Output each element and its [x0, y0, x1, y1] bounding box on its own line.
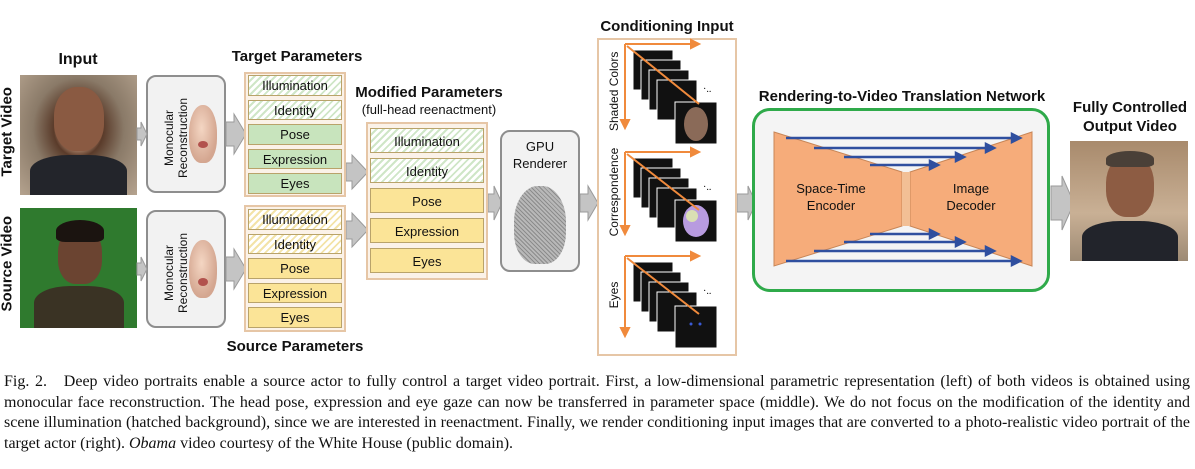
gpu-renderer-line2: Renderer — [512, 156, 568, 171]
source-param-identity: Identity — [248, 233, 342, 254]
modified-parameters-title: Modified Parameters — [355, 84, 503, 101]
conditioning-stacks: ·.. ·.. ·.. — [619, 38, 718, 349]
target-param-illumination: Illumination — [248, 75, 342, 96]
skip-connections — [786, 131, 1023, 268]
target-video-frame — [20, 75, 137, 195]
source-param-pose: Pose — [248, 258, 342, 279]
svg-text:·..: ·.. — [703, 84, 711, 95]
output-title: Fully Controlled Output Video — [1066, 98, 1194, 136]
arrow-mono-to-source-params — [225, 247, 247, 291]
conditioning-input-title: Conditioning Input — [600, 18, 734, 35]
decoder-label: Image Decoder — [924, 180, 1018, 214]
modified-param-expression: Expression — [370, 218, 484, 243]
encoder-line1: Space-Time — [796, 181, 866, 196]
modified-param-eyes: Eyes — [370, 248, 484, 273]
flow-arrows — [136, 112, 1075, 291]
network-title: Rendering-to-Video Translation Network — [758, 88, 1046, 105]
network-diagram — [773, 131, 1033, 268]
target-param-identity: Identity — [248, 99, 342, 120]
caption-italic: Obama — [128, 434, 177, 452]
source-param-illumination: Illumination — [248, 209, 342, 230]
arrow-source-to-mono — [136, 256, 148, 282]
svg-text:·..: ·.. — [703, 182, 711, 193]
arrow-source-to-modified — [345, 211, 369, 249]
arrow-network-to-output — [1050, 175, 1075, 231]
arrow-modified-to-renderer — [487, 185, 503, 221]
source-param-eyes: Eyes — [248, 307, 342, 328]
target-parameters-title: Target Parameters — [231, 48, 363, 65]
face-model-target — [189, 105, 217, 163]
output-video-frame — [1070, 141, 1188, 261]
source-video-frame — [20, 208, 137, 328]
caption-text-a: Deep video portraits enable a source act… — [4, 373, 1191, 452]
encoder-label: Space-Time Encoder — [784, 180, 878, 214]
modified-param-pose: Pose — [370, 188, 484, 213]
arrow-mono-to-target-params — [225, 112, 247, 156]
face-mesh-icon — [514, 186, 566, 264]
gpu-renderer-line1: GPU — [525, 139, 555, 154]
source-param-expression: Expression — [248, 282, 342, 303]
modified-param-identity: Identity — [370, 158, 484, 183]
input-title: Input — [58, 51, 98, 68]
decoder-line1: Image — [952, 181, 990, 196]
output-title-line2: Output Video — [1083, 118, 1177, 135]
modified-parameters-subtitle: (full-head reenactment) — [361, 102, 497, 117]
target-param-pose: Pose — [248, 124, 342, 145]
arrow-target-to-modified — [345, 153, 369, 191]
correspondence-stack: ·.. — [632, 157, 718, 243]
face-model-source — [189, 240, 217, 298]
encoder-line2: Encoder — [806, 198, 856, 213]
gpu-renderer-label: GPU Renderer — [500, 138, 580, 172]
arrow-target-to-mono — [136, 121, 148, 147]
arrow-renderer-to-conditioning — [579, 184, 599, 222]
svg-text:·..: ·.. — [703, 286, 711, 297]
caption-fig-number: Fig. 2. — [4, 373, 47, 390]
target-param-eyes: Eyes — [248, 173, 342, 194]
output-title-line1: Fully Controlled — [1072, 99, 1188, 116]
decoder-line2: Decoder — [946, 198, 996, 213]
figure-caption: Fig. 2. Deep video portraits enable a so… — [4, 372, 1190, 454]
target-param-expression: Expression — [248, 148, 342, 169]
source-parameters-title: Source Parameters — [226, 338, 364, 355]
eyes-stack: ·.. — [632, 261, 718, 349]
caption-text-b: video courtesy of the White House (publi… — [180, 434, 514, 452]
shaded-colors-stack: ·.. — [632, 49, 718, 145]
modified-param-illumination: Illumination — [370, 128, 484, 153]
